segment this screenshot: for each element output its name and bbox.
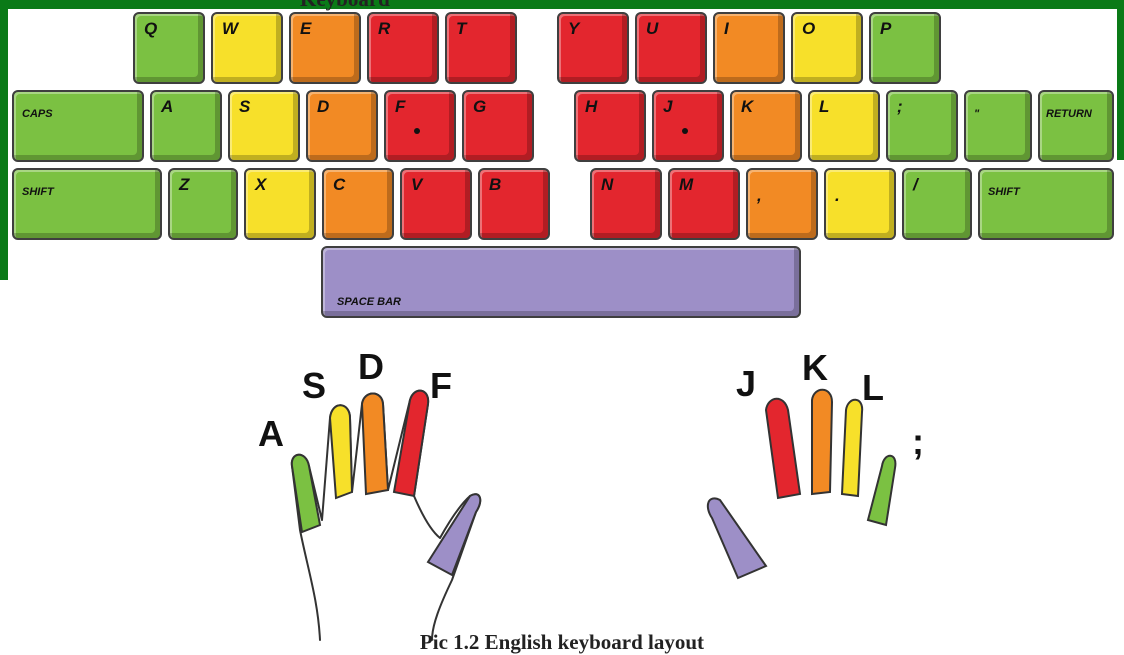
right-middle-color xyxy=(812,390,832,494)
right-hand-label-k: K xyxy=(802,350,828,386)
right-hand-label-semicolon: ; xyxy=(912,424,924,460)
figure-caption: Pic 1.2 English keyboard layout xyxy=(0,630,1124,655)
left-hand-label-s: S xyxy=(302,368,326,404)
right-hand-label-j: J xyxy=(736,366,756,402)
left-ring-color xyxy=(330,405,352,498)
left-hand-label-f: F xyxy=(430,368,452,404)
left-middle-color xyxy=(362,394,388,495)
right-ring-color xyxy=(842,400,862,496)
left-hand-label-d: D xyxy=(358,349,384,385)
right-pinky-color xyxy=(868,456,895,525)
left-hand-label-a: A xyxy=(258,416,284,452)
left-hand-outline xyxy=(292,391,480,640)
right-hand-label-l: L xyxy=(862,370,884,406)
right-thumb-color xyxy=(708,498,766,578)
right-index-color xyxy=(766,399,800,498)
